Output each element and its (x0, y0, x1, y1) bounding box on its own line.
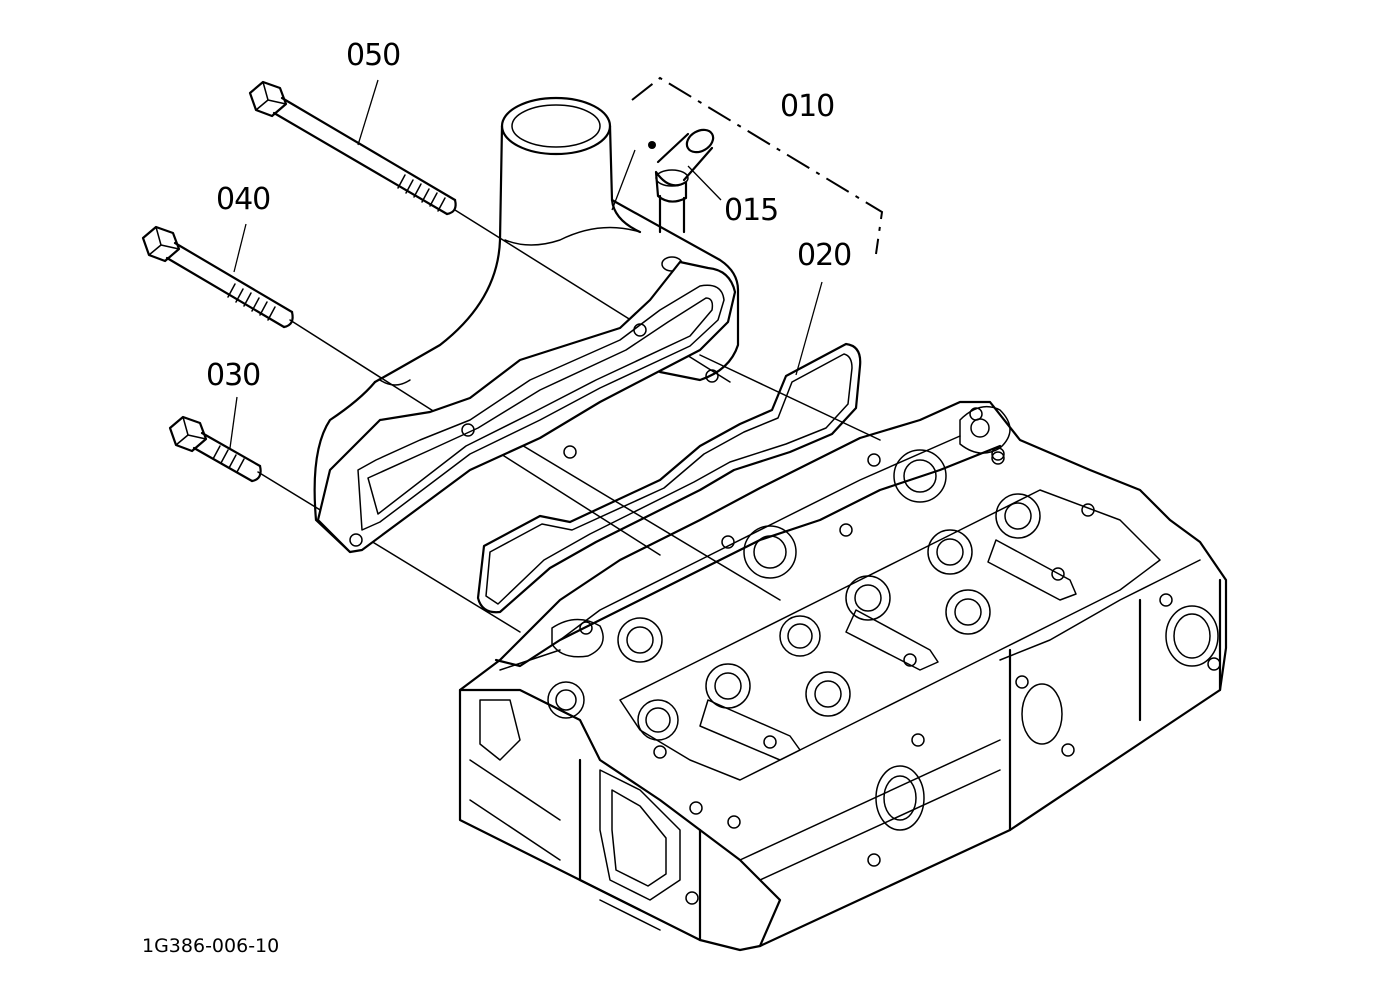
pipe-fitting-015[interactable] (654, 125, 717, 272)
cylinder-head (458, 400, 1228, 952)
bolt-030[interactable] (168, 415, 262, 483)
callout-030[interactable]: 030 (206, 358, 261, 393)
bolt-050[interactable] (248, 80, 457, 216)
callout-040[interactable]: 040 (216, 182, 271, 217)
callout-050[interactable]: 050 (346, 38, 401, 73)
figure-code: 1G386-006-10 (142, 935, 279, 957)
callout-015[interactable]: 015 (724, 193, 779, 228)
gasket-020[interactable] (476, 342, 862, 614)
assembly-bracket-010 (631, 76, 884, 255)
bolt-040[interactable] (141, 225, 294, 329)
callout-020[interactable]: 020 (797, 238, 852, 273)
callout-010[interactable]: 010 (780, 89, 835, 124)
water-outlet-flange-010[interactable] (313, 96, 740, 554)
